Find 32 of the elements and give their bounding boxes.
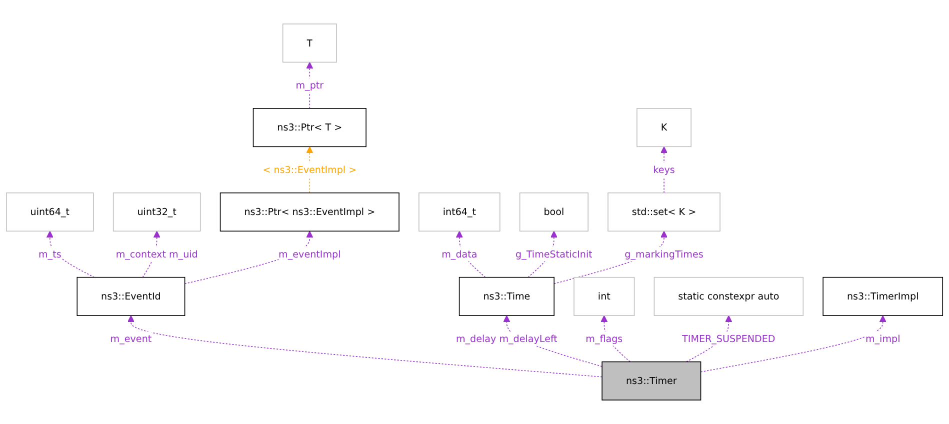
node-box: uint64_t [6, 192, 94, 232]
node-box: ns3::Ptr< T > [252, 108, 366, 148]
edge-label: m_data [442, 248, 478, 260]
edge-label: m_flags [586, 333, 623, 344]
edge-label: m_ptr [296, 80, 324, 91]
node-box: static constexpr auto [654, 276, 804, 316]
edge-label: m_delay m_delayLeft [456, 333, 558, 344]
edge-label: g_markingTimes [624, 248, 704, 260]
node-box: ns3::Ptr< ns3::EventImpl > [220, 192, 400, 232]
edge-label: TIMER_SUSPENDED [682, 333, 776, 344]
node-box: ns3::EventId [76, 276, 186, 316]
edge-label: m_event [110, 333, 152, 344]
edge-label: m_context m_uid [116, 248, 198, 260]
arrow [660, 146, 668, 194]
arrow [46, 230, 95, 278]
node-box: int [574, 276, 635, 316]
node-box: K [636, 108, 692, 148]
arrow [700, 315, 886, 372]
node-box: uint32_t [112, 192, 201, 232]
edge-label: keys [653, 164, 675, 176]
node-box: ns3::TimerImpl [822, 276, 944, 316]
edge-label: m_eventImpl [278, 248, 341, 260]
node-box: ns3::Time [458, 276, 554, 316]
edge-label: m_ts [38, 248, 62, 260]
edge-label: g_TimeStaticInit [516, 248, 592, 260]
node-box: ns3::Timer [602, 361, 702, 400]
node-box: bool [519, 192, 588, 232]
node-box: std::set< K > [608, 192, 720, 232]
edge-label: < ns3::EventImpl > [262, 164, 357, 176]
node-box: T [282, 24, 337, 63]
node-box: int64_t [418, 192, 500, 232]
edge-label: m_impl [865, 333, 900, 344]
